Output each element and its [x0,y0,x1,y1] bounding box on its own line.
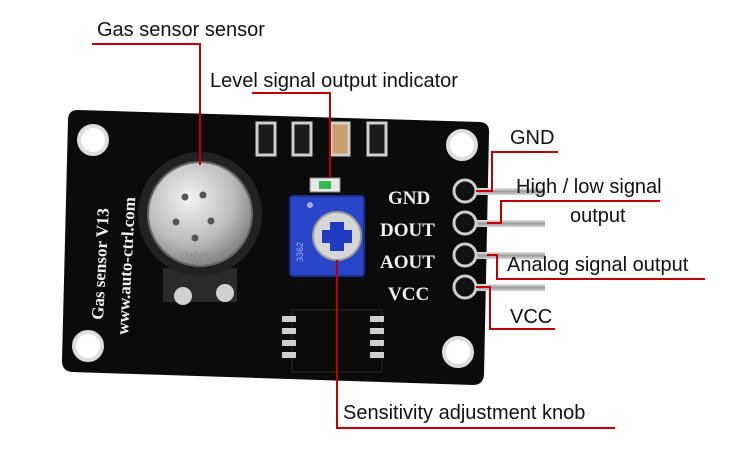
callout-gas-sensor: Gas sensor sensor [97,19,265,41]
header-pins [452,178,545,300]
callout-high-low-line1: High / low signal [516,176,662,198]
pin-label-vcc: VCC [388,284,429,305]
comparator-ic [282,309,384,373]
sensor-marking: FIGARO [179,249,222,261]
leader-lines [92,43,705,429]
leader-analog [487,254,705,280]
pin-label-aout: AOUT [380,252,435,273]
leader-gnd [476,151,558,192]
callout-vcc: VCC [510,306,553,328]
callout-analog: Analog signal output [507,254,689,276]
gas-sensor-can: FIGARO [138,152,262,305]
leader-high-low [487,200,660,224]
callout-gnd: GND [510,127,555,149]
smd-resistors [255,121,388,157]
led-lens [319,181,331,189]
callout-level-indicator: Level signal output indicator [210,70,458,92]
callout-sensitivity: Sensitivity adjustment knob [343,402,586,424]
leader-gas-sensor [92,43,201,165]
leader-level-indicator [252,92,331,178]
leader-sensitivity [336,260,615,429]
pin-label-dout: DOUT [380,220,435,241]
pin-label-gnd: GND [388,188,430,209]
callout-high-low-line2: output [570,205,626,227]
sensitivity-knob[interactable]: 3362 [289,195,365,277]
mounting-holes [72,124,478,368]
pot-marking: 3362 [295,242,305,262]
leader-vcc [476,286,555,330]
